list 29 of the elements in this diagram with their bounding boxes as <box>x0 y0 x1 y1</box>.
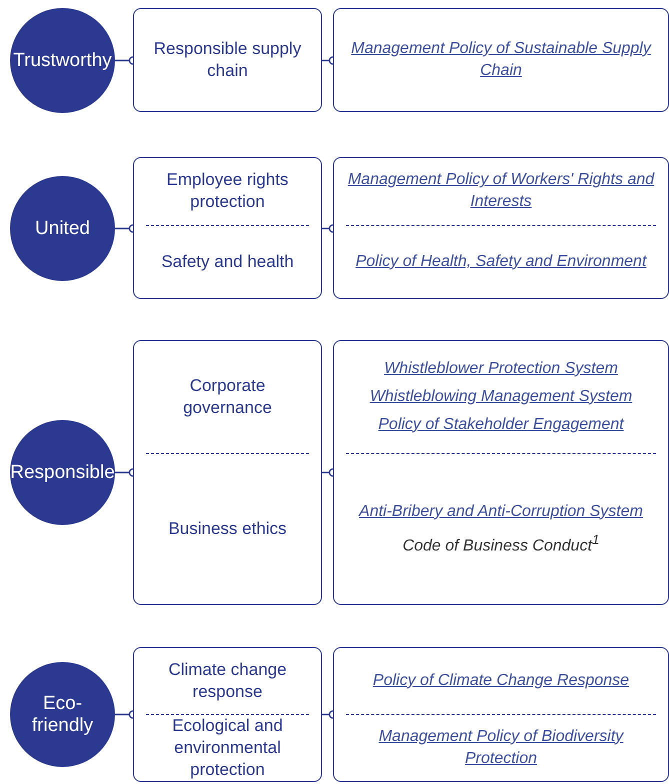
pillar-circle: Responsible <box>10 420 115 525</box>
topic-label: Safety and health <box>161 250 294 273</box>
policy-box <box>333 8 669 112</box>
policy-box <box>333 157 669 299</box>
policy-link: Whistleblower Protection System <box>384 358 618 379</box>
policy-link: Management Policy of Biodiversity Protection <box>378 726 625 769</box>
topic-label: Business ethics <box>168 518 287 540</box>
topic-label: Climate change response <box>167 658 288 703</box>
topic-label: Employee rights protection <box>166 169 290 214</box>
topic-label: Ecological and environmental protection <box>171 714 284 781</box>
policy-link: Whistleblowing Management System <box>370 386 632 407</box>
policy-box <box>333 340 669 605</box>
pillar-circle: Trustworthy <box>10 8 115 113</box>
pillar-circle: United <box>10 176 115 281</box>
document-title: Code of Business Conduct$^{1}$ <box>402 530 600 556</box>
policy-link: Anti-Bribery and Anti-Corruption System <box>359 502 643 522</box>
policy-link: Policy of Climate Change Response <box>372 670 630 691</box>
topic-label: Corporate governance <box>182 374 273 419</box>
policy-link: Policy of Stakeholder Engagement <box>378 414 624 435</box>
topic-label: Responsible supply chain <box>152 38 302 82</box>
policy-box <box>333 647 669 782</box>
pillar-circle: Eco-friendly <box>10 662 115 767</box>
topic-box <box>133 647 322 782</box>
topic-box <box>133 340 322 605</box>
topic-box <box>133 157 322 299</box>
policy-link: Policy of Health, Safety and Environment <box>356 252 646 272</box>
policy-link: Management Policy of Workers' Rights and Interests <box>346 170 656 212</box>
topic-box <box>133 8 322 112</box>
policy-link: Management Policy of Sustainable Supply Chain <box>350 39 652 81</box>
